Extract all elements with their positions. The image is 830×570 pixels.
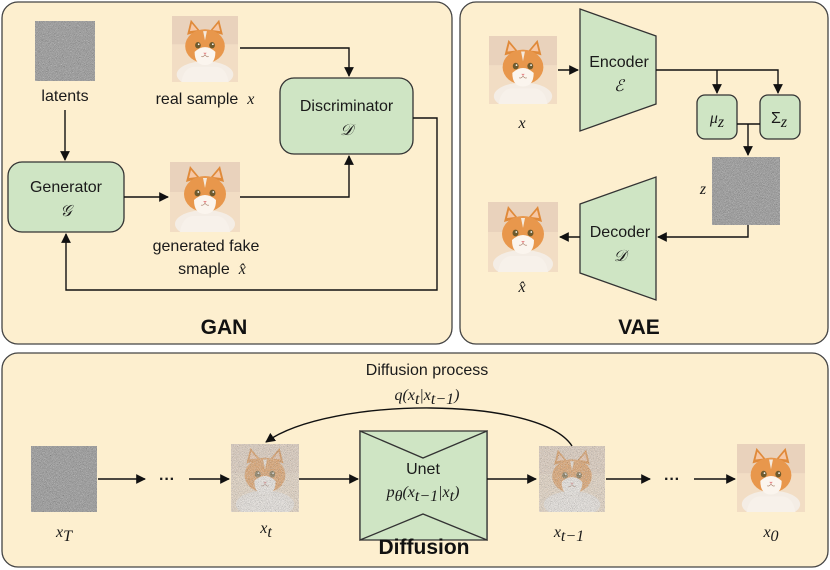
arrow-diffusion-process-curve [265,407,573,447]
xt-label: xt [259,520,272,541]
x0-clean-image [737,444,805,512]
xT-sub: T [63,528,73,545]
real-sample-label: real sample [156,91,239,108]
unet-label: Unet [406,461,440,478]
encoder-trapezoid [579,8,657,132]
diffusion-panel: Diffusion process q(xt|xt−1) Unet pθ(xt−… [1,352,829,568]
xt1-label: xt−1 [553,524,584,545]
encoder-symbol: ℰ [614,76,626,95]
sigma-subscript: z [780,114,788,131]
vae-output-var: x̂ [517,279,525,296]
unet-bar: |x [438,484,450,501]
q-formula-sub-t: t [415,391,420,408]
mu-symbol: μ [709,110,718,127]
xt1-var: x [553,524,561,541]
xt-noisy-image [231,444,299,518]
discriminator-symbol: 𝒟 [340,120,356,139]
q-formula-sub-t1: t−1 [431,391,454,408]
unet-open: (x [402,484,414,501]
xt1-sub: t−1 [561,528,584,545]
diffusion-title: Diffusion [379,536,470,559]
x0-var: x [762,524,770,541]
q-formula-end: ) [453,387,459,404]
fake-label-word: smaple [178,261,230,278]
arrow-feedback-to-generator [61,117,438,291]
vae-panel: x Encoder ℰ μz Σz z Decoder 𝒟 x̂ VAE [459,1,829,345]
fake-var: x̂ [238,261,246,278]
unet-sub-t: t [450,488,455,505]
generator-box [7,161,125,233]
q-formula-start: q(x [395,387,415,404]
unet-formula: pθ(xt−1|xt) [386,484,460,505]
x0-label: x0 [762,524,778,545]
generator-symbol: 𝒢 [60,201,74,220]
gan-fake-sample-image [170,162,240,232]
vae-input-image [488,36,558,104]
fake-label-line2: smaple x̂ [178,261,246,278]
unet-theta: θ [395,488,403,505]
xt-sub: t [267,524,272,541]
unet-hourglass [359,430,488,541]
diffusion-process-label: Diffusion process [366,362,488,379]
sigma-symbol: Σ [771,110,781,127]
decoder-symbol: 𝒟 [614,246,630,265]
vae-input-var: x [517,115,525,132]
sigma-text: Σz [771,110,788,131]
mu-box [696,94,738,140]
unet-close: ) [453,484,459,501]
xT-var: x [55,524,63,541]
arrow-real-to-discriminator [240,47,354,77]
encoder-label: Encoder [589,54,649,71]
x0-sub: 0 [771,528,779,545]
xT-label: xT [55,524,73,545]
generator-label: Generator [30,179,103,196]
latents-label: latents [41,88,88,105]
unet-sub-t1: t−1 [415,488,438,505]
discriminator-box [279,77,414,155]
discriminator-label: Discriminator [300,98,394,115]
latent-z-noise-image [712,157,780,225]
mu-subscript: z [717,114,725,131]
q-formula-mid: |x [419,387,431,404]
vae-output-image [488,202,558,272]
real-sample-var: x [246,91,254,108]
arrow-fake-to-discriminator [240,155,354,198]
arrow-encoder-to-sigma [656,69,783,94]
fake-label-line1: generated fake [153,238,260,255]
real-sample-caption: real sample x [156,91,255,108]
decoder-label: Decoder [590,224,651,241]
xt1-noisy-image [539,446,605,518]
latents-noise-image [35,21,95,81]
unet-p: p [386,484,395,501]
decoder-trapezoid [579,176,657,301]
xt-var: x [259,520,267,537]
ellipsis-left: ··· [159,471,175,488]
diffusion-process-formula: q(xt|xt−1) [395,387,460,408]
sigma-box [759,94,801,140]
gan-real-sample-image [171,16,239,82]
xT-noise-image [31,446,97,512]
ellipsis-right: ··· [664,471,680,488]
gan-title: GAN [201,316,248,339]
vae-title: VAE [618,316,660,339]
latent-z-var: z [699,181,707,198]
mu-text: μz [709,110,725,131]
gan-panel: latents real sample x Discriminator 𝒟 Ge… [1,1,453,345]
arrow-z-to-decoder [657,225,749,242]
